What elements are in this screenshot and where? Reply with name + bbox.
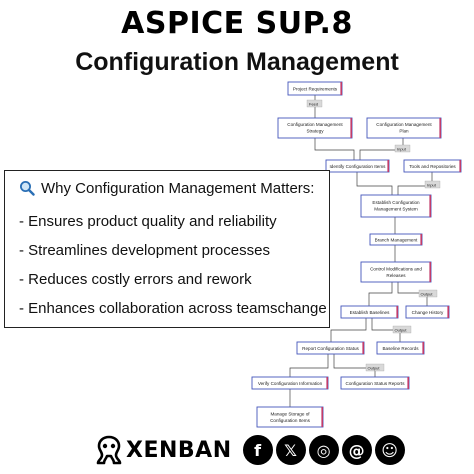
node-change-history: Change History: [405, 305, 450, 319]
node-cm-strategy: Configuration Management Strategy: [277, 117, 353, 139]
social-links: f 𝕏 ◎ @ ☺: [240, 435, 405, 465]
svg-text:Strategy: Strategy: [306, 129, 324, 134]
svg-text:Configuration Items: Configuration Items: [270, 418, 311, 423]
edge-tools-establish: [397, 172, 433, 195]
edge-label-output-2: Output: [392, 325, 412, 334]
node-cm-plan: Configuration Management Plan: [366, 117, 442, 139]
card-item: - Ensures product quality and reliabilit…: [19, 213, 277, 230]
node-report-status: Report Configuration Status: [296, 341, 365, 355]
instagram-icon[interactable]: ◎: [308, 435, 339, 465]
svg-text:Identify Configuration Items: Identify Configuration Items: [330, 164, 387, 169]
magnifier-icon: [20, 181, 35, 196]
edge-plan-identify: [359, 138, 404, 160]
edge-identify-establish: [356, 172, 393, 195]
svg-text:Control Modifications and: Control Modifications and: [370, 267, 422, 272]
edge-label-input-2: Input: [424, 180, 441, 189]
node-control-modifications: Control Modifications and Releases: [360, 261, 432, 283]
card-heading: Why Configuration Management Matters:: [19, 180, 314, 197]
edge-baselines-report: [330, 318, 367, 342]
node-baseline-records: Baseline Records: [376, 341, 425, 355]
facebook-icon[interactable]: f: [242, 435, 273, 465]
svg-text:Project Requirements: Project Requirements: [293, 87, 338, 92]
node-status-reports: Configuration Status Reports: [340, 376, 410, 390]
edge-control-history: [397, 282, 428, 306]
footer-brand: XENBAN f 𝕏 ◎ @ ☺: [94, 432, 405, 468]
brand-name: XENBAN: [126, 437, 232, 463]
edge-control-baselines: [368, 282, 393, 306]
svg-text:Output: Output: [421, 292, 434, 297]
edge-label-output-3: Output: [365, 363, 385, 372]
svg-text:Management System: Management System: [374, 207, 418, 212]
svg-text:Plan: Plan: [399, 129, 409, 134]
svg-text:Verify Configuration Informati: Verify Configuration Information: [258, 381, 323, 386]
svg-text:Establish Configuration: Establish Configuration: [372, 200, 420, 205]
card-heading-text: Why Configuration Management Matters:: [41, 180, 315, 197]
svg-text:Report Configuration Status: Report Configuration Status: [302, 346, 359, 351]
svg-text:Releases: Releases: [386, 273, 406, 278]
node-verify-information: Verify Configuration Information: [251, 376, 329, 390]
card-item: - Streamlines development processes: [19, 242, 270, 259]
svg-text:Tools and Repositories: Tools and Repositories: [409, 164, 456, 169]
svg-text:Configuration Management: Configuration Management: [376, 122, 432, 127]
svg-text:Change History: Change History: [412, 310, 444, 315]
node-project-requirements: Project Requirements: [287, 81, 343, 96]
node-manage-storage: Manage Storage of Configuration Items: [256, 406, 324, 428]
edge-report-verify: [289, 354, 329, 377]
x-icon[interactable]: 𝕏: [275, 435, 306, 465]
node-establish-baselines: Establish Baselines: [340, 305, 399, 319]
edge-label-feed: Feed: [306, 99, 323, 108]
svg-text:Input: Input: [397, 147, 407, 152]
page-title: ASPICE SUP.8: [121, 6, 353, 41]
svg-text:Configuration Status Reports: Configuration Status Reports: [346, 381, 406, 386]
svg-text:Input: Input: [427, 183, 437, 188]
svg-text:Manage Storage of: Manage Storage of: [270, 412, 310, 417]
card-item: - Reduces costly errors and rework: [19, 271, 252, 288]
svg-text:Configuration Management: Configuration Management: [287, 122, 343, 127]
svg-text:Output: Output: [395, 328, 408, 333]
svg-text:Feed: Feed: [309, 102, 318, 107]
node-branch-management: Branch Management: [369, 233, 423, 246]
svg-text:Output: Output: [368, 366, 381, 371]
card-item: - Enhances collaboration across teamscha…: [19, 300, 327, 317]
node-identify-items: Identify Configuration Items: [325, 159, 390, 173]
why-cm-card: Why Configuration Management Matters: - …: [4, 170, 330, 328]
node-establish-system: Establish Configuration Management Syste…: [360, 194, 432, 218]
svg-text:Baseline Records: Baseline Records: [382, 346, 419, 351]
edge-label-input-1: Input: [394, 144, 411, 153]
svg-text:Branch Management: Branch Management: [375, 238, 418, 243]
flow-edges: [289, 95, 433, 407]
page-subtitle: Configuration Management: [75, 48, 399, 76]
edge-strategy-identify: [314, 138, 355, 160]
node-tools-repositories: Tools and Repositories: [403, 159, 462, 173]
edge-report-status: [333, 354, 376, 377]
snapchat-icon[interactable]: ☺: [374, 435, 405, 465]
svg-text:Establish Baselines: Establish Baselines: [350, 310, 391, 315]
edge-label-output-1: Output: [418, 289, 438, 298]
edge-baselines-records: [371, 318, 401, 342]
threads-icon[interactable]: @: [341, 435, 372, 465]
xenban-logo-icon: [96, 435, 122, 465]
